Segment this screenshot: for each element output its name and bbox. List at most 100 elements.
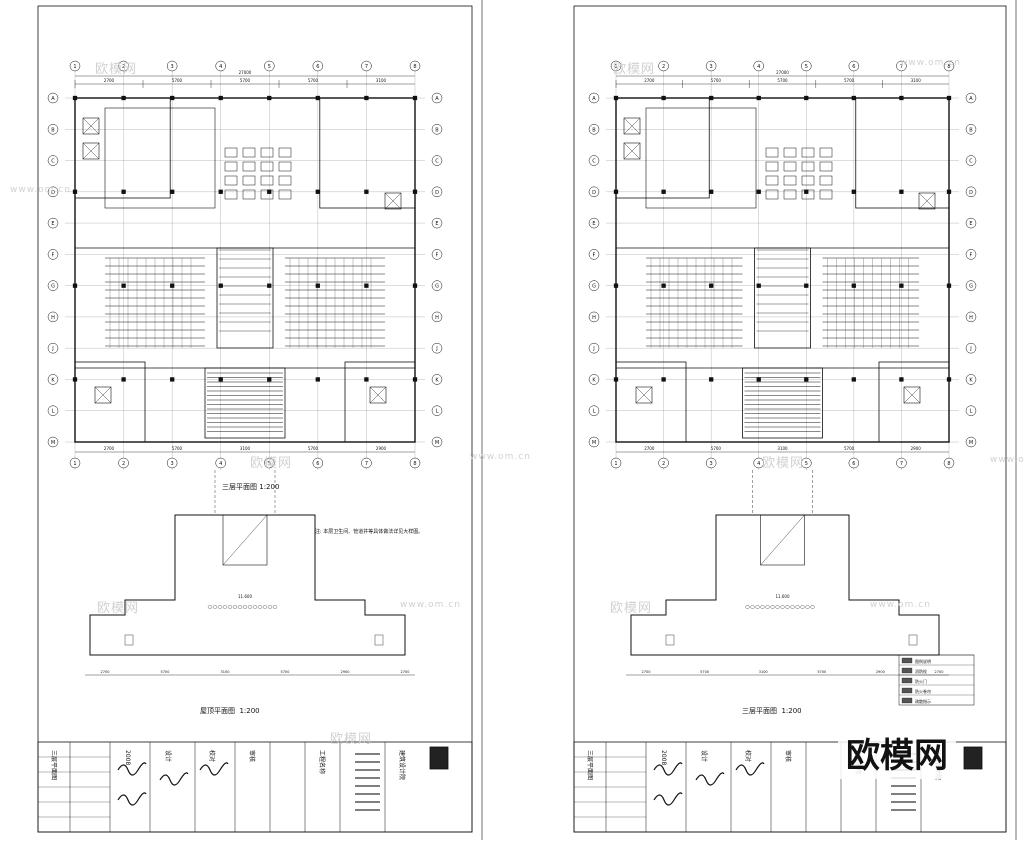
roof-vent — [207, 605, 213, 609]
column-mark — [72, 95, 78, 101]
axis-bubble-right — [965, 311, 977, 323]
elevator-shaft — [903, 386, 921, 404]
dim-text: 2700 — [104, 446, 115, 451]
desk-block — [260, 189, 274, 200]
axis-bubble-bottom — [705, 457, 717, 469]
axis-label: F — [593, 252, 596, 258]
axis-label: 4 — [757, 64, 760, 70]
drawing-note: 注: 本层卫生间、管道井等具体做法详见大样图。 — [315, 529, 424, 535]
title-block-drawing-name: 三层平面图 — [586, 750, 593, 780]
axis-bubble-bottom — [69, 457, 81, 469]
axis-bubble-top — [896, 60, 907, 72]
stair-room — [615, 361, 687, 443]
column-mark — [267, 95, 272, 101]
column-mark — [169, 283, 175, 288]
desk-block — [765, 189, 779, 200]
axis-bubble-top — [361, 60, 372, 72]
axis-bubble-bottom — [264, 457, 275, 469]
axis-bubble-left — [47, 124, 59, 135]
axis-bubble-top — [801, 60, 812, 72]
axis-label: 6 — [852, 64, 855, 70]
axis-label: J — [969, 346, 971, 352]
handwritten-signature — [199, 762, 229, 776]
roof-vent — [232, 605, 238, 609]
roof-dim-text: 2900 — [876, 670, 885, 674]
column-mark — [218, 189, 223, 194]
column-mark — [121, 377, 126, 382]
outer-wall — [74, 97, 416, 443]
axis-label: B — [435, 127, 439, 133]
desk-block — [260, 175, 274, 186]
legend-swatch — [901, 677, 913, 684]
desk-block — [242, 175, 256, 186]
axis-bubble-left — [588, 405, 600, 416]
axis-label: M — [969, 440, 973, 446]
axis-bubble-right — [965, 217, 977, 229]
handwritten-signature — [117, 792, 147, 806]
axis-label: 1 — [73, 64, 76, 70]
roof-ladder — [374, 634, 384, 646]
axis-bubble-right — [431, 342, 443, 354]
stair-room — [74, 361, 146, 443]
dim-text: 2900 — [376, 446, 387, 451]
column-mark — [169, 189, 175, 194]
axis-bubble-bottom — [943, 457, 955, 469]
axis-label: E — [435, 221, 438, 227]
roof-ladder — [908, 634, 918, 646]
axis-bubble-left — [588, 186, 600, 198]
axis-bubble-left — [588, 280, 600, 291]
legend-label: 防火卷帘 — [915, 688, 931, 694]
column-mark — [169, 95, 175, 101]
roof-dim-text: 2700 — [401, 670, 410, 674]
axis-bubble-left — [588, 374, 600, 385]
title-block-sign-approve: 审核 — [248, 750, 256, 762]
column-mark — [613, 377, 619, 382]
column-mark — [899, 189, 904, 194]
axis-bubble-top — [118, 60, 129, 72]
stair-core — [754, 247, 811, 349]
axis-label: 2 — [662, 64, 665, 70]
axis-bubble-top — [264, 60, 275, 72]
axis-label: 3 — [171, 461, 174, 467]
axis-bubble-top — [848, 60, 860, 72]
elevation-text: 11.600 — [238, 594, 252, 599]
axis-bubble-left — [47, 280, 59, 291]
elevator-shaft — [384, 192, 402, 210]
axis-label: 6 — [316, 461, 319, 467]
column-mark — [121, 95, 126, 101]
handwritten-signature — [695, 772, 725, 786]
desk-block — [278, 147, 292, 158]
room-outline — [645, 107, 757, 209]
axis-label: B — [969, 127, 973, 133]
desk-block — [765, 161, 779, 172]
column-mark — [218, 95, 223, 101]
roof-vent — [745, 605, 750, 609]
column-mark — [267, 189, 272, 194]
axis-bubble-bottom — [409, 457, 421, 469]
axis-label: G — [435, 284, 439, 290]
axis-label: 7 — [900, 461, 903, 467]
elevator-cross — [94, 386, 112, 404]
roof-vent — [272, 605, 278, 609]
title-block-company: 建筑设计院 — [398, 750, 406, 780]
column-mark — [804, 95, 809, 101]
column-mark — [315, 95, 321, 101]
column-mark — [72, 283, 78, 288]
desk-block — [783, 147, 797, 158]
axis-label: 7 — [365, 64, 368, 70]
roof-vent — [217, 605, 223, 609]
room-outline — [615, 97, 710, 199]
axis-label: G — [51, 284, 55, 290]
axis-label: J — [51, 346, 53, 352]
stair-hall — [742, 367, 823, 439]
axis-bubble-top — [943, 60, 955, 72]
handwritten-signature — [735, 762, 765, 776]
axis-bubble-bottom — [215, 457, 226, 469]
axis-bubble-bottom — [118, 457, 129, 469]
axis-bubble-top — [312, 60, 324, 72]
axis-bubble-bottom — [361, 457, 372, 469]
dim-text: 3100 — [777, 446, 788, 451]
dim-text: 5700 — [172, 446, 183, 451]
